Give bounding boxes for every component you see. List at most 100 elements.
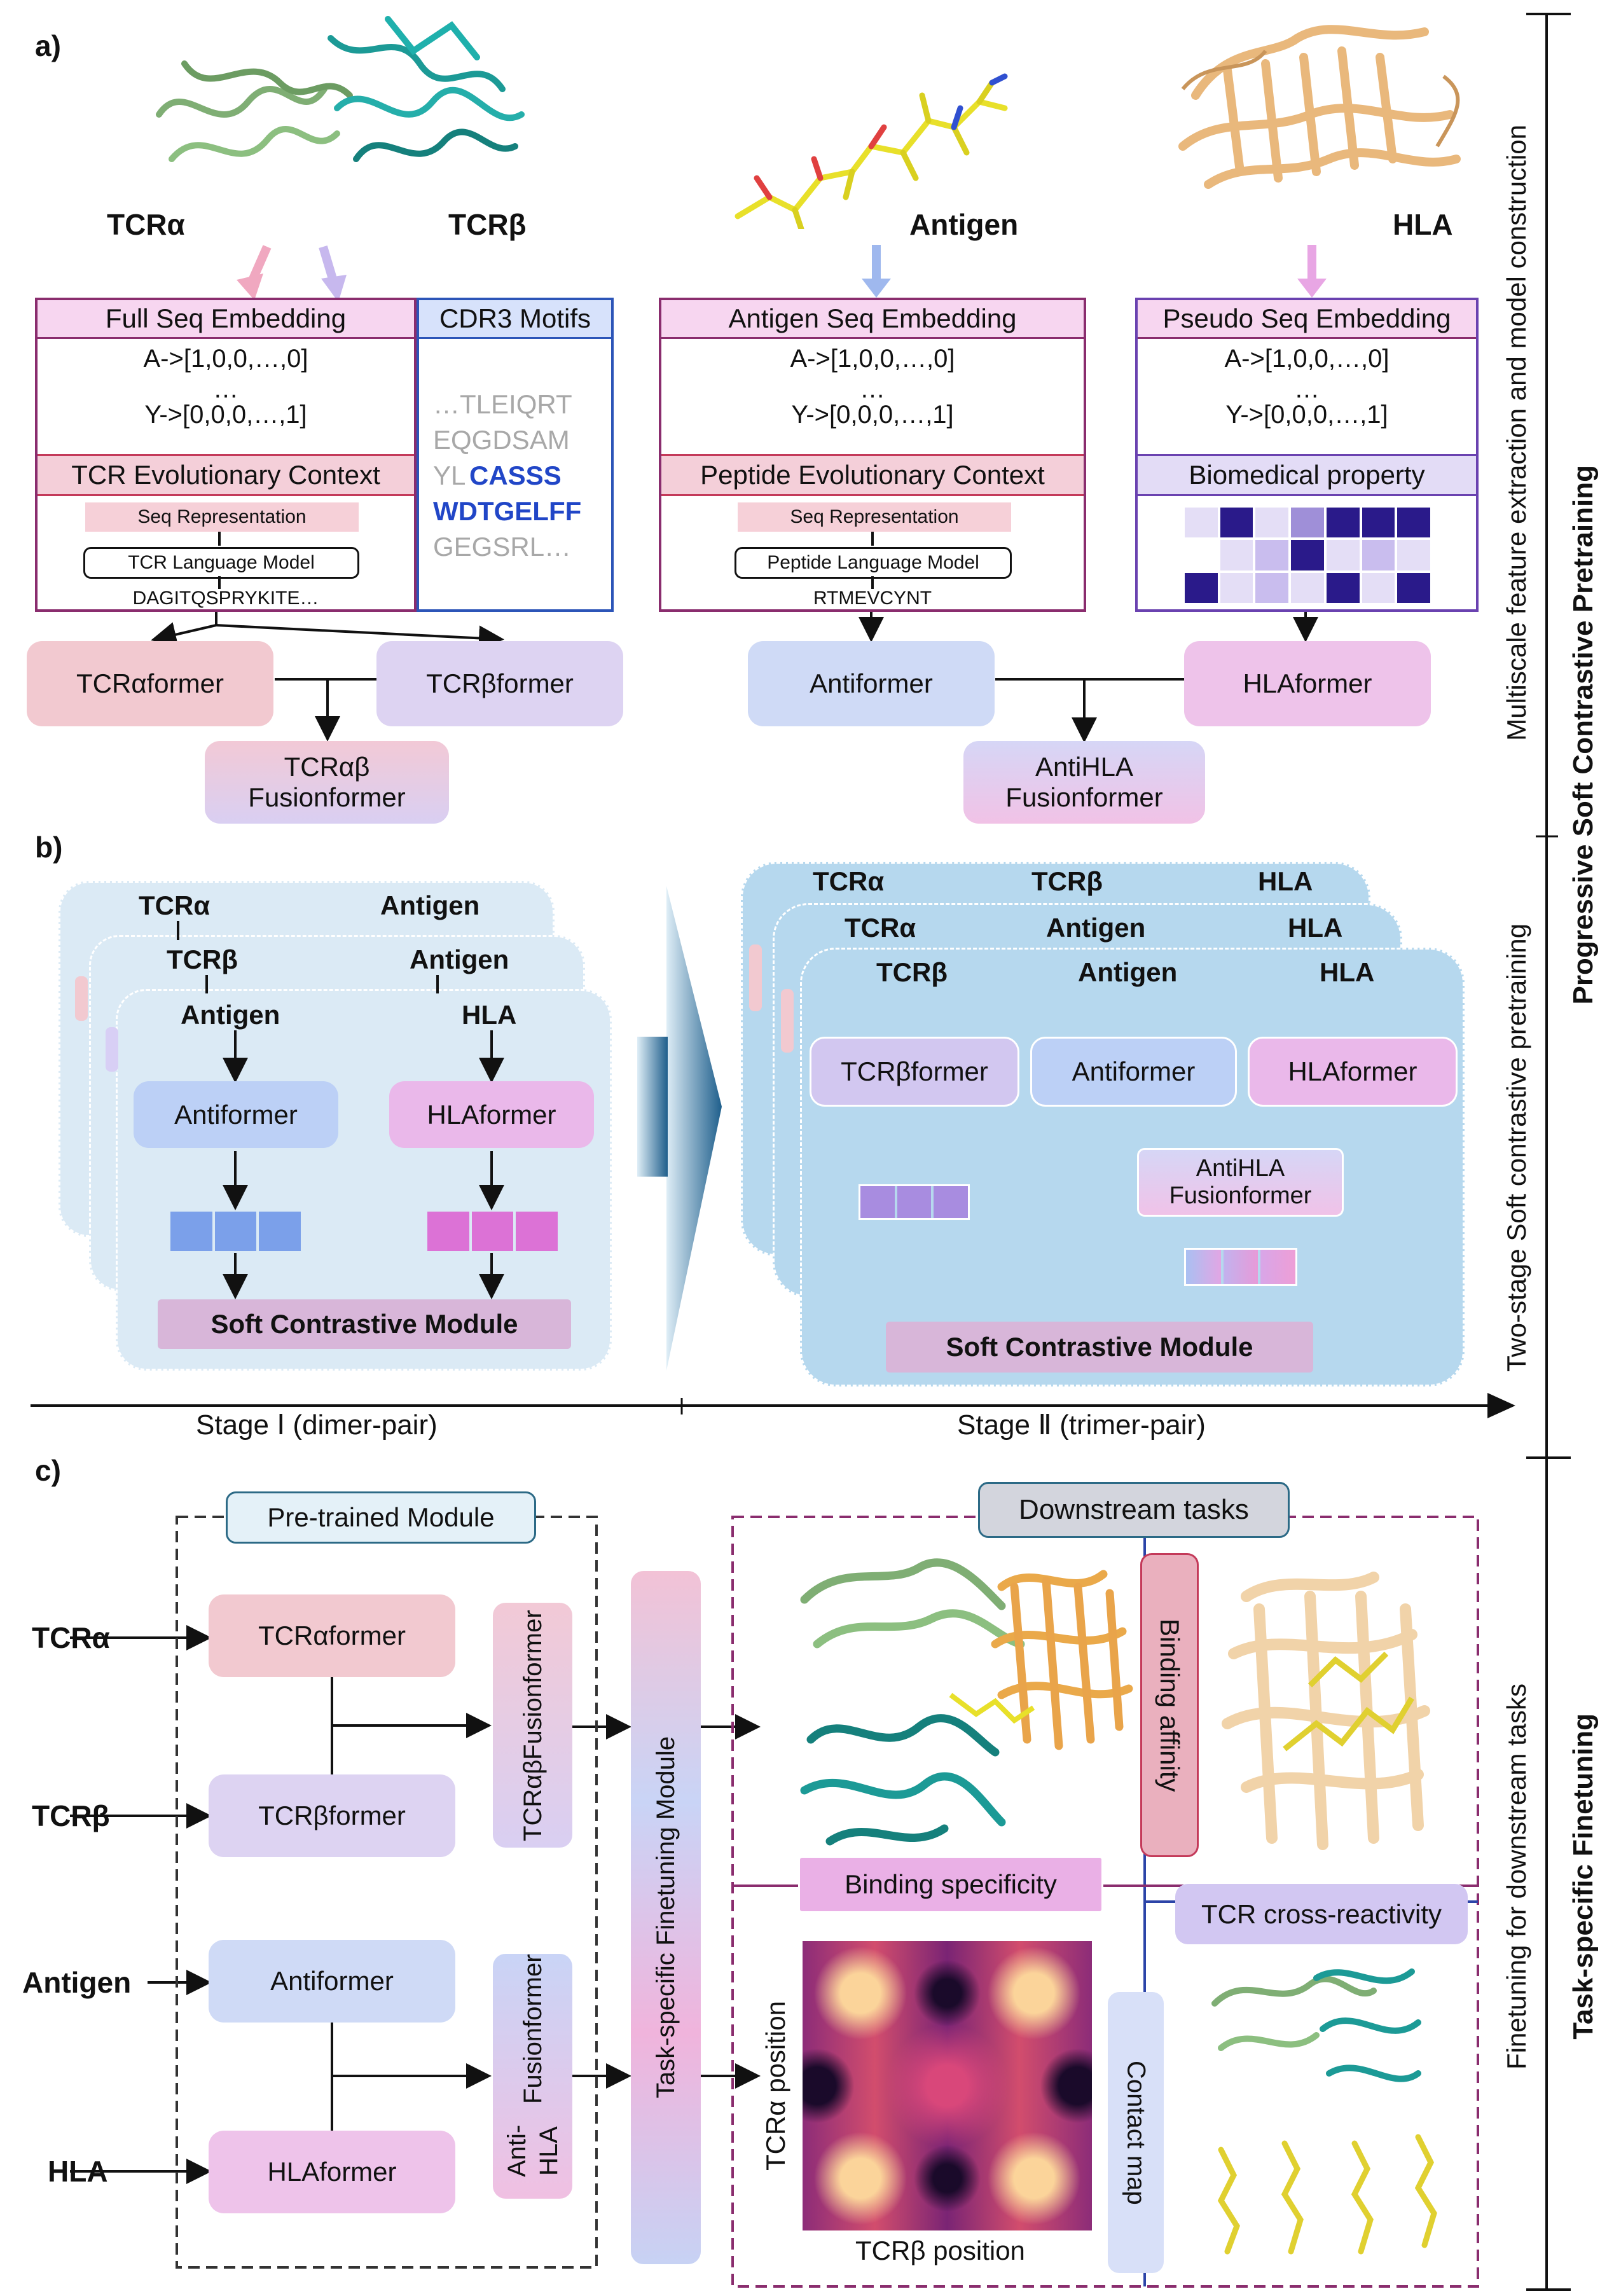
heatmap-cell — [1255, 572, 1289, 603]
tcra-label: TCRα — [107, 208, 185, 241]
antiformer-a: Antiformer — [748, 641, 995, 726]
heatmap-cell — [1291, 508, 1324, 538]
heatmap-cell — [1362, 572, 1395, 603]
panel-label-b: b) — [35, 831, 63, 864]
task-side-wrap: Task-specific Finetuning — [1564, 1463, 1603, 2290]
tcr-input-seq: DAGITQSPRYKITE… — [132, 588, 319, 609]
peptide-evolutionary-context: Peptide Evolutionary Context — [661, 454, 1084, 496]
finetune-side-label: Finetuning for downstream tasks — [1501, 1683, 1531, 2070]
c-input-antigen: Antigen — [22, 1966, 132, 1999]
vec-cell — [860, 1186, 895, 1218]
vec-cell — [516, 1212, 558, 1251]
tcr-cross-reactivity-tag: TCR cross-reactivity — [1175, 1884, 1468, 1944]
antigen-embedding-box: Antigen Seq Embedding A->[1,0,0,…,0] … Y… — [659, 298, 1086, 612]
vec-cell — [1223, 1250, 1259, 1284]
cross-reactivity-structures — [1211, 1968, 1437, 2255]
heatmap-cell — [1291, 540, 1324, 571]
cdr3-line-5: GEGSRL… — [433, 532, 572, 562]
panel-label-a: a) — [35, 29, 61, 62]
tcr-structure-image — [156, 16, 525, 162]
peptide-seq-arrow — [871, 576, 874, 589]
antihla-fusionformer-s2: AntiHLA Fusionformer — [1137, 1148, 1344, 1217]
vec-cell — [259, 1212, 301, 1251]
c-input-hla: HLA — [48, 2155, 108, 2188]
antihla-embedding-vector — [1184, 1248, 1297, 1286]
s2-fusion-line2: Fusionformer — [1169, 1182, 1312, 1209]
antihla-fusionformer-a: AntiHLA Fusionformer — [963, 741, 1205, 824]
antigen-enc-dots: … — [860, 375, 885, 403]
heatmap-cell — [1397, 508, 1430, 538]
cdr3-line-1: …TLEIQRT — [433, 389, 572, 419]
heatmap-cell — [1326, 508, 1360, 538]
peptide-lm-arrow — [871, 532, 874, 546]
heatmap-cell — [1185, 508, 1218, 538]
tcrab-fusionformer-a: TCRαβ Fusionformer — [205, 741, 449, 824]
pretrained-module-tag: Pre-trained Module — [226, 1491, 536, 1544]
hlaformer-s1: HLAformer — [389, 1081, 594, 1148]
heatmap-cell — [1255, 540, 1289, 571]
s1-c2-left: TCRβ — [167, 944, 238, 974]
task-finetuning-text: Task-specific Finetuning Module — [651, 1736, 680, 2099]
binding-affinity-tag: Binding affinity — [1140, 1553, 1199, 1857]
antiformer-s2: Antiformer — [1030, 1037, 1237, 1107]
stage1-peek-pink — [75, 976, 88, 1021]
full-seq-embedding-title: Full Seq Embedding — [38, 300, 414, 339]
stage1-peek-purple — [106, 1027, 118, 1072]
tcrb-embedding-vector — [859, 1184, 970, 1220]
s1-c3-right: HLA — [462, 1000, 517, 1030]
tcrab-fusion-line1: TCRαβ — [284, 752, 370, 782]
downstream-tasks-tag: Downstream tasks — [978, 1482, 1290, 1538]
heatmap-cell — [1220, 572, 1253, 603]
vec-cell — [427, 1212, 469, 1251]
tcrbformer-c: TCRβformer — [209, 1774, 455, 1857]
cdr3-line-2: EQGDSAM — [433, 425, 570, 455]
enc-y-text: Y->[0,0,0,…,1] — [144, 401, 307, 429]
s2-r1-b: TCRβ — [1031, 866, 1103, 896]
tcr-embedding-box: Full Seq Embedding A->[1,0,0,…,0] … Y->[… — [35, 298, 417, 612]
tcrab-fusion-line2: Fusionformer — [248, 782, 406, 812]
heatmap-cell — [1220, 540, 1253, 571]
binding-affinity-text: Binding affinity — [1155, 1618, 1185, 1792]
vec-cell — [214, 1212, 257, 1251]
heatmap-cell — [1220, 508, 1253, 538]
contact-map-xlabel: TCRβ position — [855, 2236, 1025, 2265]
s2-r3-b: Antigen — [1078, 957, 1178, 987]
antigen-embedding-vector — [170, 1212, 301, 1251]
antihla-fusion-line1: AntiHLA — [1035, 752, 1134, 782]
hla-label: HLA — [1393, 208, 1453, 241]
multiscale-side-label: Multiscale feature extraction and model … — [1501, 124, 1531, 741]
tcrb-former-a: TCRβformer — [376, 641, 623, 726]
hla-enc-a: A->[1,0,0,…,0] — [1224, 345, 1390, 373]
stage1-axis-label: Stage Ⅰ (dimer-pair) — [196, 1409, 438, 1441]
c-input-tcrb: TCRβ — [32, 1799, 110, 1832]
heatmap-cell — [1185, 572, 1218, 603]
c-input-tcra: TCRα — [32, 1621, 110, 1654]
s2-r2-a: TCRα — [845, 913, 916, 943]
antihla-fusion-c-l2: Fusionformer — [518, 1954, 547, 2104]
tcr-evolutionary-context: TCR Evolutionary Context — [38, 454, 414, 496]
antigen-enc-a: A->[1,0,0,…,0] — [790, 345, 955, 373]
antigen-label: Antigen — [909, 208, 1019, 241]
s1-c2-right: Antigen — [410, 944, 509, 974]
complex-structure-image — [800, 1558, 1133, 1846]
cdr3-line-4: WDTGELFF — [433, 496, 582, 526]
s1-c1-right: Antigen — [380, 890, 480, 920]
cdr3-line-3a: YL — [433, 460, 466, 490]
vec-cell — [1186, 1250, 1221, 1284]
binding-specificity-tag: Binding specificity — [798, 1856, 1103, 1913]
s2-r1-c: HLA — [1258, 866, 1313, 896]
tcrbformer-s2: TCRβformer — [810, 1037, 1019, 1107]
enc-dots-text: … — [213, 375, 238, 403]
heatmap-cell — [1362, 508, 1395, 538]
s2-r3-c: HLA — [1320, 957, 1375, 987]
antihla-fusion-line2: Fusionformer — [1005, 782, 1163, 812]
stage2-peek-pink — [749, 944, 762, 1011]
s2-r1-a: TCRα — [813, 866, 885, 896]
seq-arrow-up — [218, 576, 221, 589]
heatmap-cell — [1362, 540, 1395, 571]
stage2-peek-pink2 — [781, 989, 794, 1053]
tcra-former-a: TCRαformer — [27, 641, 273, 726]
